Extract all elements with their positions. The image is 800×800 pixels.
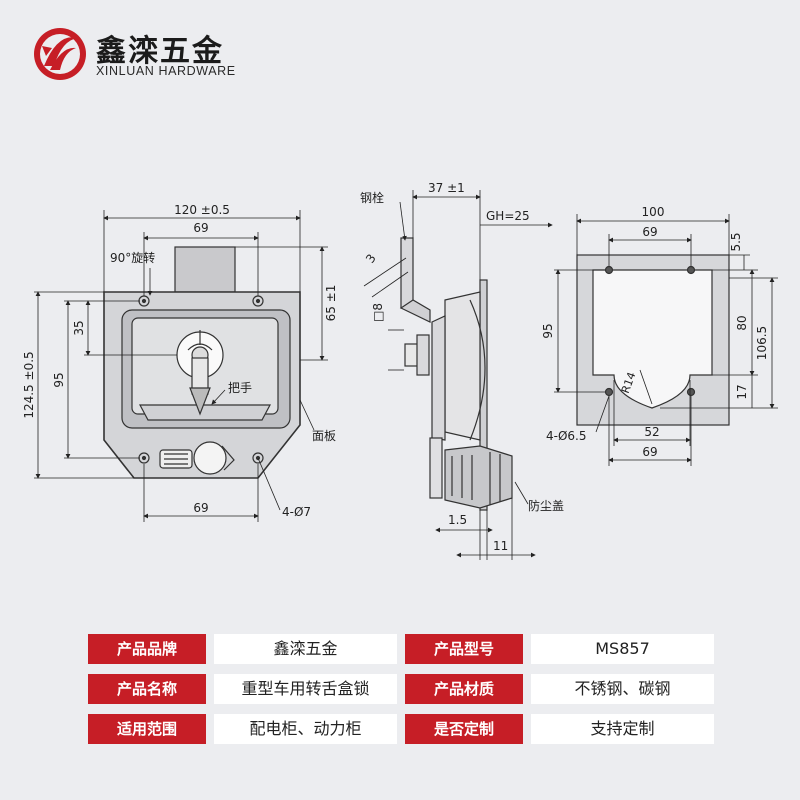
dim-100: 100 xyxy=(642,205,665,219)
dim-17: 17 xyxy=(735,384,749,399)
dim-gh: GH=25 xyxy=(486,209,530,223)
front-view xyxy=(34,210,328,522)
dim-1-5: 1.5 xyxy=(448,513,467,527)
dim-69-cutout-top: 69 xyxy=(642,225,657,239)
dim-height-left: 124.5 ±0.5 xyxy=(22,351,36,418)
header: 鑫滦五金 XINLUAN HARDWARE xyxy=(0,0,800,110)
spec-value-scope: 配电柜、动力柜 xyxy=(214,714,397,744)
dim-5-5: 5.5 xyxy=(729,232,743,251)
spec-label-custom: 是否定制 xyxy=(405,714,523,744)
dim-11: 11 xyxy=(493,539,508,553)
label-bolt: 钢栓 xyxy=(360,190,384,205)
xinluan-logo-icon xyxy=(34,28,86,80)
spec-table: 产品品牌 鑫滦五金 产品型号 MS857 产品名称 重型车用转舌盒锁 产品材质 … xyxy=(88,634,714,744)
dim-95: 95 xyxy=(52,372,66,387)
spec-value-material: 不锈钢、碳钢 xyxy=(531,674,714,704)
dim-65: 65 ±1 xyxy=(324,285,338,322)
dim-69-bottom: 69 xyxy=(193,501,208,515)
drawing-canvas: 120 ±0.5 69 69 124.5 ±0.5 95 35 65 ±1 90… xyxy=(22,181,778,560)
dim-69-cutout-bottom: 69 xyxy=(642,445,657,459)
label-holes-cutout: 4-Ø6.5 xyxy=(546,429,587,443)
label-panel: 面板 xyxy=(312,429,336,443)
dim-95-cutout: 95 xyxy=(541,323,555,338)
spec-label-material: 产品材质 xyxy=(405,674,523,704)
dim-69-top: 69 xyxy=(193,221,208,235)
spec-label-brand: 产品品牌 xyxy=(88,634,206,664)
cutout-view xyxy=(554,214,778,466)
spec-value-custom: 支持定制 xyxy=(531,714,714,744)
brand-name-cn: 鑫滦五金 xyxy=(96,34,224,69)
dim-3: 3 xyxy=(363,251,379,265)
spec-label-model: 产品型号 xyxy=(405,634,523,664)
spec-value-name: 重型车用转舌盒锁 xyxy=(214,674,397,704)
label-rotate: 90°旋转 xyxy=(110,250,155,265)
spec-label-name: 产品名称 xyxy=(88,674,206,704)
dim-35: 35 xyxy=(72,320,86,335)
label-handle: 把手 xyxy=(228,381,252,395)
dim-106-5: 106.5 xyxy=(755,326,769,360)
dim-52: 52 xyxy=(644,425,659,439)
spec-value-model: MS857 xyxy=(531,634,714,664)
spec-value-brand: 鑫滦五金 xyxy=(214,634,397,664)
dim-80: 80 xyxy=(735,315,749,330)
brand-name-en: XINLUAN HARDWARE xyxy=(96,64,236,78)
side-view xyxy=(363,190,553,560)
spec-label-scope: 适用范围 xyxy=(88,714,206,744)
dim-square: □8 xyxy=(371,303,385,322)
technical-drawing: 120 ±0.5 69 69 124.5 ±0.5 95 35 65 ±1 90… xyxy=(0,170,800,570)
label-holes-front: 4-Ø7 xyxy=(282,505,311,519)
dim-width-top: 120 ±0.5 xyxy=(174,203,230,217)
label-dust-cover: 防尘盖 xyxy=(528,498,564,513)
dim-37: 37 ±1 xyxy=(428,181,465,195)
